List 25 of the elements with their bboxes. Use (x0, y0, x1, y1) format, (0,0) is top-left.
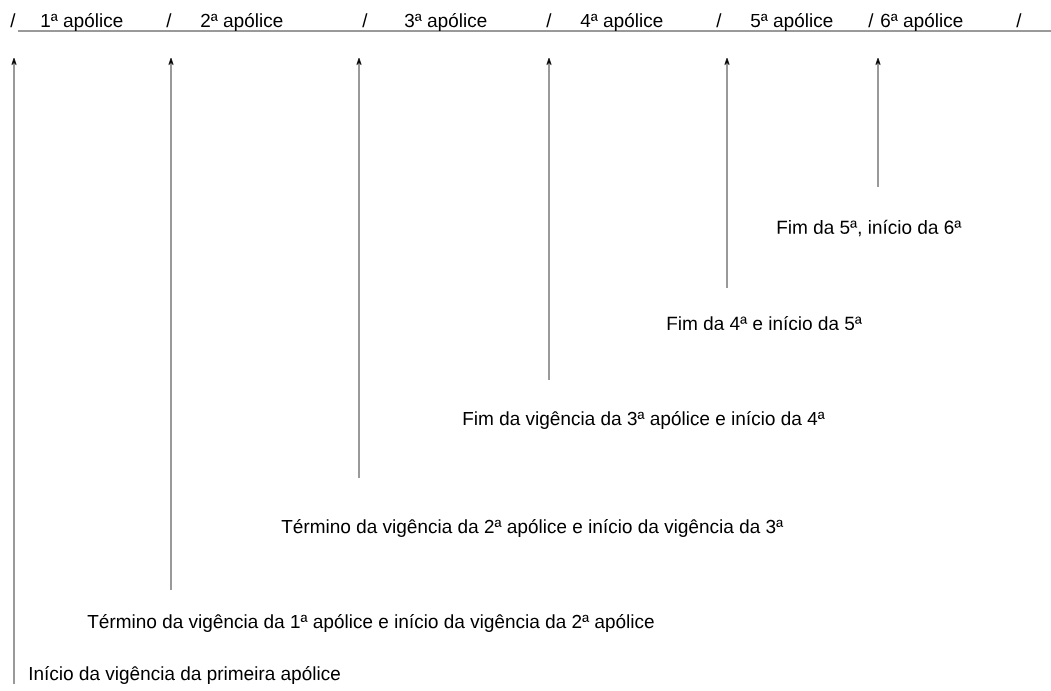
separator-slash: / (868, 13, 874, 28)
separator-slash: / (166, 13, 172, 28)
separator-slash: / (362, 13, 368, 28)
leader-arrow (11, 57, 17, 685)
period-label: 3ª apólice (404, 13, 487, 31)
period-label: 5ª apólice (750, 13, 833, 31)
period-label: 6ª apólice (881, 13, 963, 31)
leader-arrow (546, 57, 552, 381)
annotation-text: Término da vigência da 2ª apólice e início da vigência da 3ª (281, 519, 784, 537)
annotation-text: Início da vigência da primeira apólice (29, 666, 340, 684)
annotation-text: Fim da 5ª, início da 6ª (777, 219, 962, 237)
period-label: 2ª apólice (201, 13, 283, 31)
separator-slash: / (10, 13, 16, 28)
leader-arrow (356, 57, 362, 479)
annotation-text: Fim da vigência da 3ª apólice e início da 4ª (463, 411, 825, 429)
leader-arrow (168, 57, 174, 591)
separator-slash: / (716, 13, 722, 28)
period-label: 1ª apólice (41, 13, 123, 31)
annotation-text: Fim da 4ª e início da 5ª (667, 315, 862, 331)
leader-arrow (724, 57, 730, 289)
annotation-text: Término da vigência da 1ª apólice e início da vigência da 2ª apólice (87, 614, 654, 632)
separator-slash: / (546, 13, 552, 28)
separator-slash: / (1016, 13, 1022, 28)
leader-arrow (875, 57, 881, 188)
period-label: 4ª apólice (580, 13, 663, 31)
